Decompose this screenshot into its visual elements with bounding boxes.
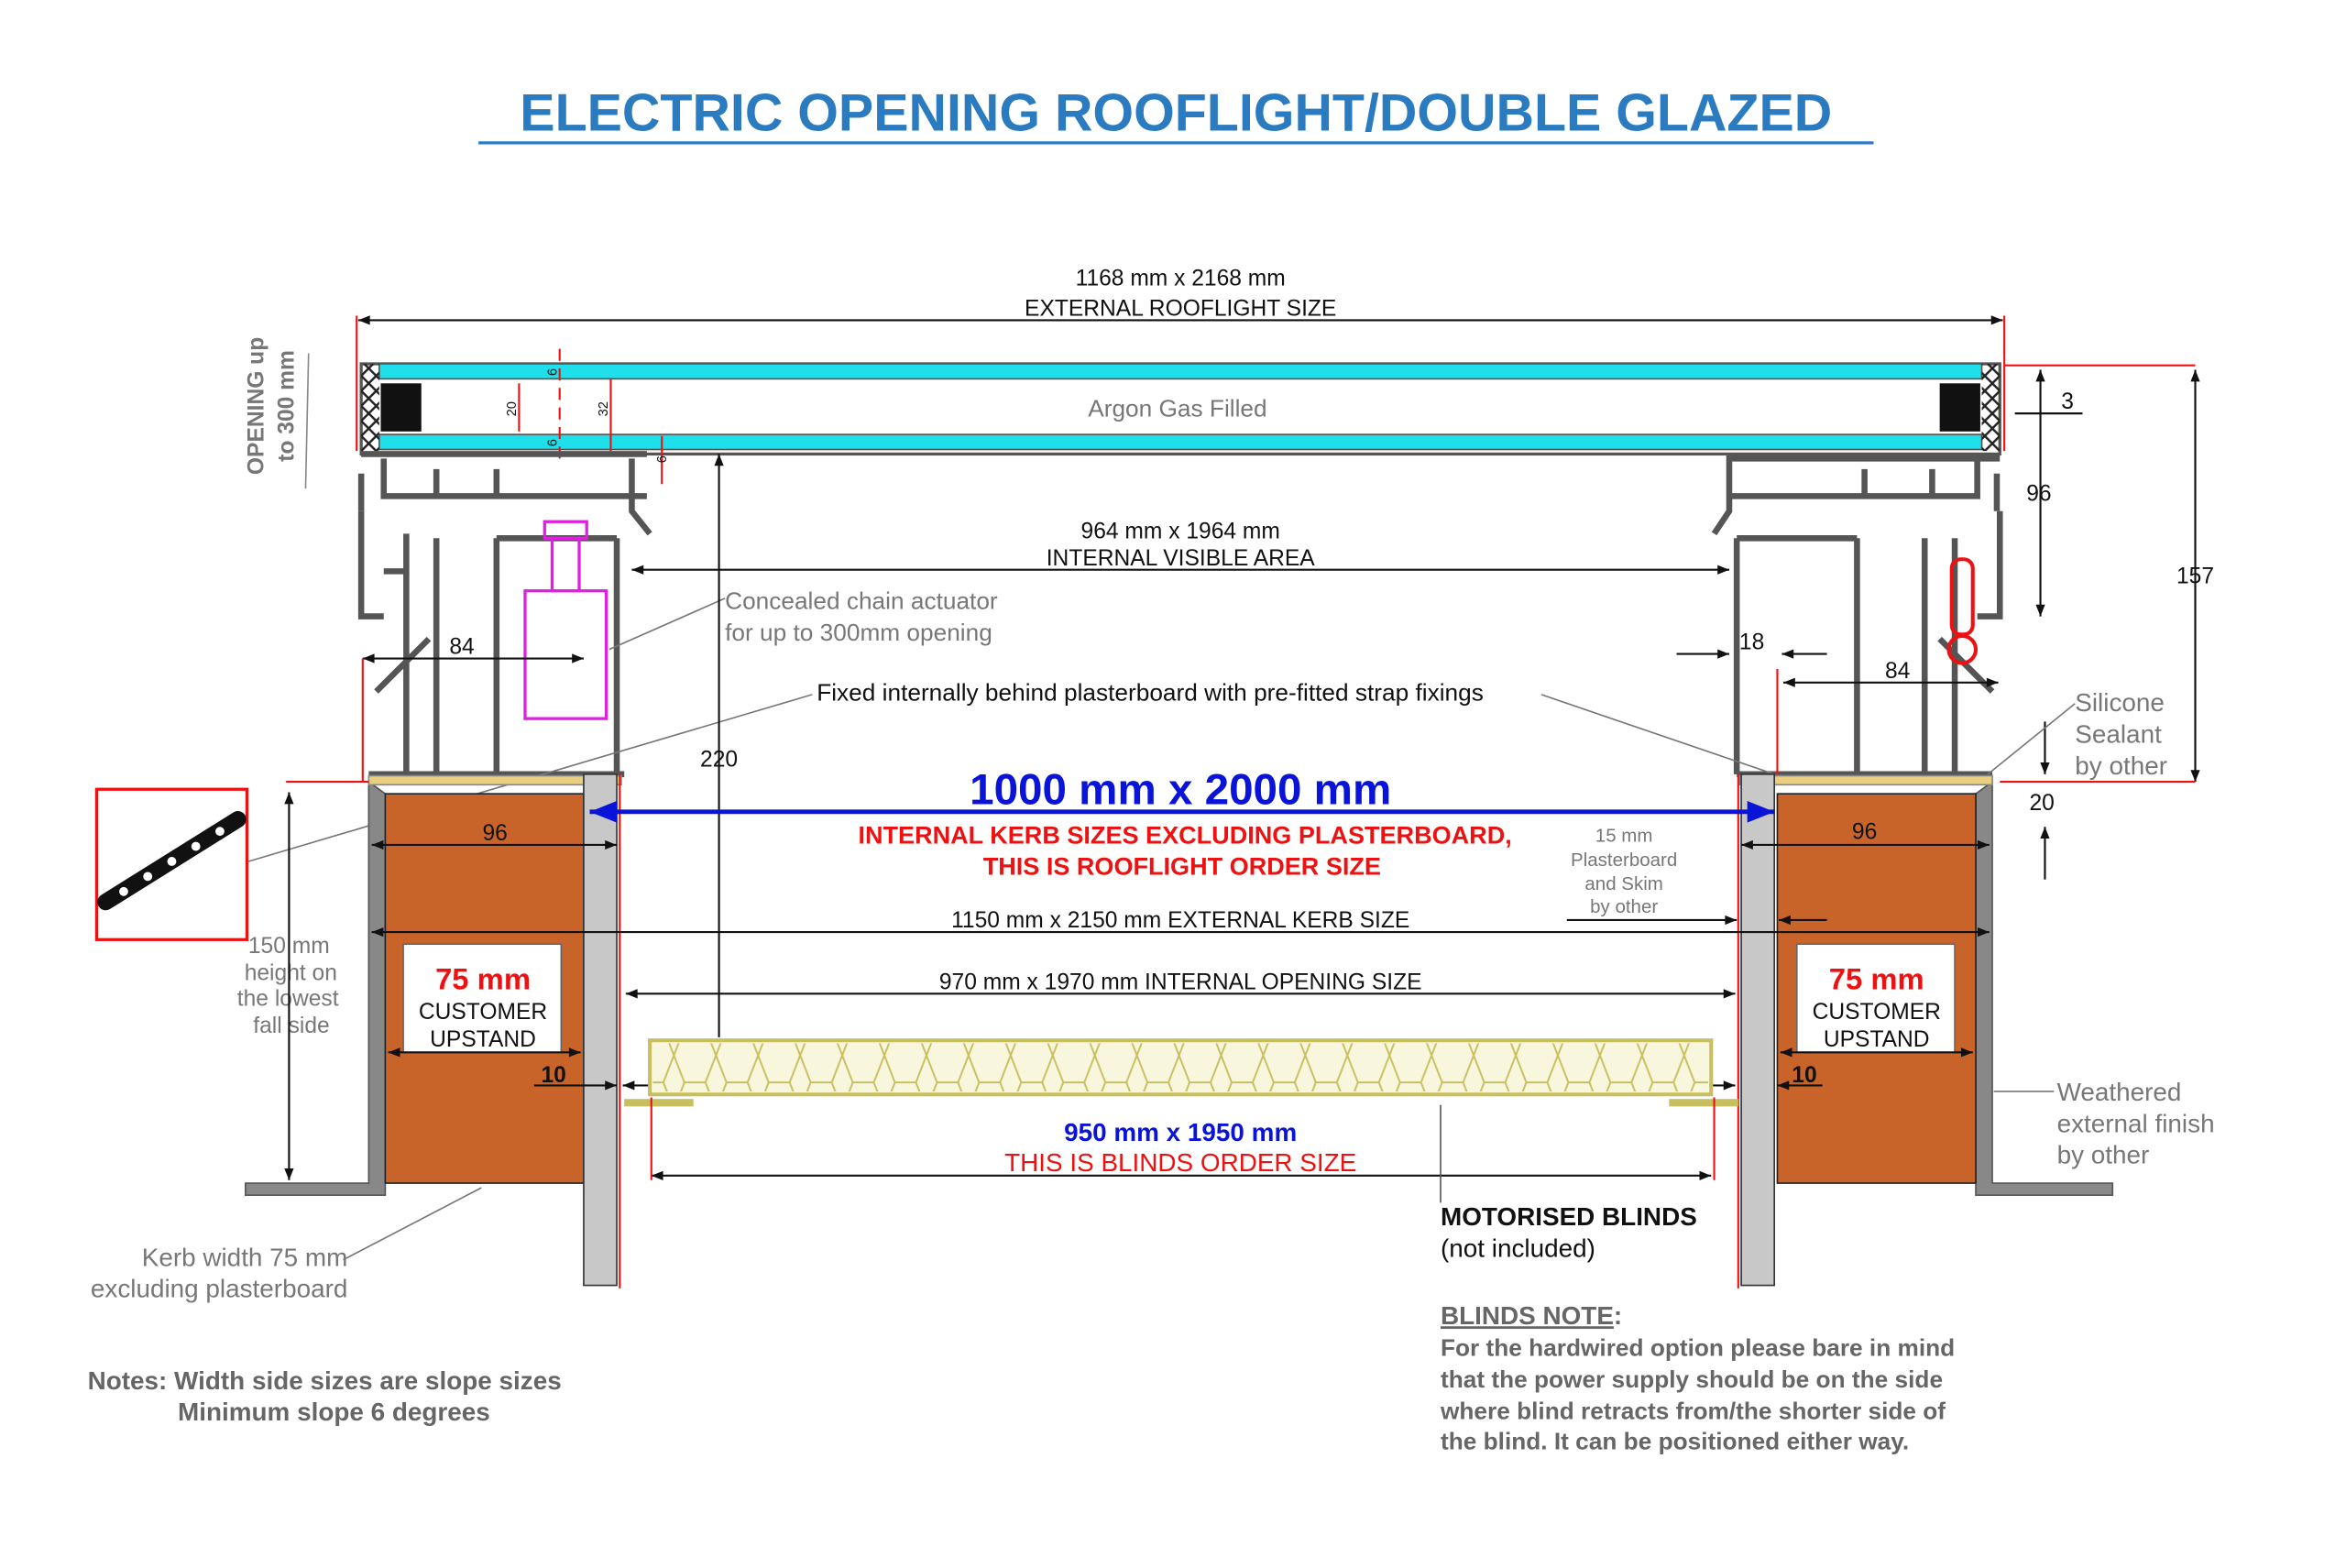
glass-dimensions: 6 20 32 6 6: [505, 348, 670, 485]
kerb-size-line2: THIS IS ROOFLIGHT ORDER SIZE: [983, 853, 1381, 881]
kerb-width-line2: excluding plasterboard: [91, 1275, 347, 1303]
right-upstand-line1: CUSTOMER: [1813, 1000, 1941, 1025]
glass-dim-cavity: 20: [505, 401, 520, 416]
dim-left-10: 10: [541, 1063, 565, 1088]
external-size-value: 1168 mm x 2168 mm: [1076, 267, 1286, 291]
blinds-note-line: For the hardwired option please bare in …: [1441, 1334, 1955, 1362]
notes-line2: Minimum slope 6 degrees: [178, 1398, 490, 1426]
dim-157: 157: [2176, 564, 2214, 588]
actuator-note-line2: for up to 300mm opening: [725, 619, 992, 646]
silicone-line1: Silicone: [2075, 688, 2165, 717]
opening-label: OPENING up to 300 mm: [245, 337, 300, 475]
right-upstand-line2: UPSTAND: [1824, 1027, 1930, 1052]
dim-right-10: 10: [1792, 1063, 1816, 1088]
kerb-size-value: 1000 mm x 2000 mm: [970, 766, 1391, 815]
actuator-note-line1: Concealed chain actuator: [725, 587, 998, 614]
notes-line1: Notes: Width side sizes are slope sizes: [88, 1366, 562, 1395]
dim-96-right: 96: [2026, 481, 2051, 506]
right-upstand-size: 75 mm: [1829, 961, 1924, 995]
internal-opening-size: 970 mm x 1970 mm INTERNAL OPENING SIZE: [939, 970, 1422, 994]
blinds-size-value: 950 mm x 1950 mm: [1064, 1118, 1297, 1146]
silicone-line3: by other: [2075, 751, 2167, 780]
blinds-note-line: the blind. It can be positioned either w…: [1441, 1427, 1909, 1454]
dim-left-84: 84: [449, 635, 474, 660]
glass-dim-top-pane: 6: [545, 368, 560, 376]
external-size-label: EXTERNAL ROOFLIGHT SIZE: [1025, 296, 1336, 321]
plasterboard-line2: Plasterboard: [1571, 850, 1677, 871]
blinds-note: BLINDS NOTE: For the hardwired option pl…: [1440, 1301, 1955, 1454]
blinds-note-line: that the power supply should be on the s…: [1441, 1365, 1943, 1393]
visible-area-label: INTERNAL VISIBLE AREA: [1047, 546, 1316, 571]
strap-fixing-icon: [94, 787, 249, 941]
height-note-line4: fall side: [253, 1014, 329, 1038]
svg-text:BLINDS NOTE:: BLINDS NOTE:: [1441, 1301, 1622, 1330]
glass-dim-bottom-pane: 6: [545, 439, 560, 446]
plasterboard-line3: and Skim: [1584, 873, 1662, 894]
silicone-line2: Sealant: [2075, 719, 2162, 748]
left-upstand-label: 75 mm CUSTOMER UPSTAND: [388, 943, 581, 1058]
plasterboard-line4: by other: [1590, 896, 1658, 917]
right-actuator-icon: [1946, 557, 1979, 665]
height-note-line2: height on: [245, 961, 337, 986]
visible-area-value: 964 mm x 1964 mm: [1081, 519, 1280, 543]
kerb-width-line1: Kerb width 75 mm: [142, 1243, 348, 1271]
plasterboard-line1: 15 mm: [1595, 826, 1653, 847]
dim-right-96: 96: [1852, 819, 1877, 844]
right-upstand-label: 75 mm CUSTOMER UPSTAND: [1780, 943, 1973, 1058]
height-note-line3: the lowest: [237, 986, 339, 1011]
opening-line2: to 300 mm: [274, 350, 299, 462]
motorised-blinds-title: MOTORISED BLINDS: [1441, 1202, 1697, 1231]
dim-20: 20: [2030, 791, 2055, 816]
external-kerb-size: 1150 mm x 2150 mm EXTERNAL KERB SIZE: [951, 908, 1409, 933]
dim-left-96: 96: [482, 821, 507, 846]
glass-dim-total: 32: [597, 401, 611, 416]
weathered-line1: Weathered: [2057, 1078, 2182, 1106]
actuator-icon: [523, 520, 608, 720]
weathered-line3: by other: [2057, 1141, 2150, 1169]
argon-gas-label: Argon Gas Filled: [1088, 394, 1266, 422]
blinds-note-line: where blind retracts from/the shorter si…: [1440, 1398, 1946, 1425]
weathered-line2: external finish: [2057, 1109, 2215, 1137]
page-title: ELECTRIC OPENING ROOFLIGHT/DOUBLE GLAZED: [520, 84, 1832, 143]
left-upstand-line1: CUSTOMER: [419, 1000, 547, 1025]
dim-3: 3: [2061, 389, 2074, 414]
dim-18: 18: [1739, 630, 1764, 655]
blind-cassette: [624, 1038, 1738, 1107]
right-frame-profile: [1711, 455, 2003, 778]
fixed-note: Fixed internally behind plasterboard wit…: [817, 678, 1484, 706]
glass-dim-edge: 6: [655, 455, 670, 463]
opening-line1: OPENING up: [245, 337, 269, 475]
kerb-size-line1: INTERNAL KERB SIZES EXCLUDING PLASTERBOA…: [858, 821, 1511, 849]
double-glazing: [359, 362, 2001, 456]
blinds-note-heading: BLINDS NOTE: [1441, 1301, 1614, 1330]
blinds-size-label: THIS IS BLINDS ORDER SIZE: [1004, 1148, 1356, 1177]
blinds-note-colon: :: [1614, 1301, 1622, 1330]
left-upstand-size: 75 mm: [435, 961, 531, 995]
motorised-blinds-sub: (not included): [1441, 1234, 1595, 1262]
left-upstand-line2: UPSTAND: [430, 1027, 536, 1052]
dim-right-84: 84: [1885, 659, 1910, 684]
